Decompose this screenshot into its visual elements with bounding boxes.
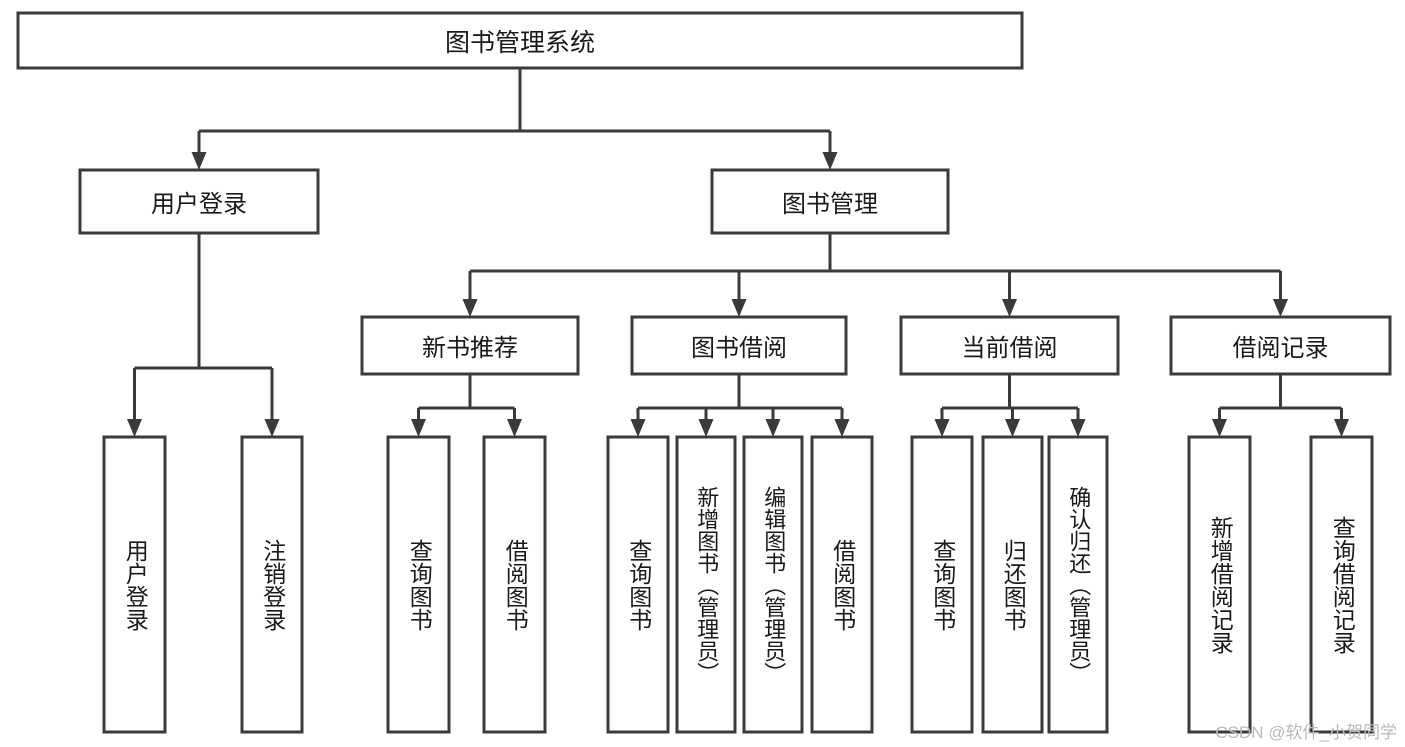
node-box-leaf-confirm-return-admin[interactable] [1047, 435, 1109, 734]
arrow-head-user-login-to-leaf-user-login [127, 419, 142, 437]
arrow-head-bookmanage-to-new-book-recommend [462, 299, 478, 317]
node-box-book-borrow[interactable] [630, 315, 848, 376]
node-box-new-book-recommend[interactable] [360, 315, 580, 376]
node-box-leaf-edit-book-admin[interactable] [742, 435, 804, 734]
arrow-head-new-book-recommend-to-leaf-borrow-book-1 [507, 419, 522, 437]
arrow-head-book-borrow-to-leaf-query-book-2 [630, 419, 646, 437]
node-box-leaf-add-book-admin[interactable] [675, 435, 737, 734]
watermark-text: CSDN @软件_小贺同学 [1215, 723, 1397, 742]
node-box-leaf-borrow-book-2[interactable] [810, 435, 874, 734]
node-box-borrow-records[interactable] [1169, 315, 1392, 376]
arrow-head-borrow-records-to-leaf-query-borrow-record [1334, 419, 1349, 437]
node-box-leaf-return-book[interactable] [981, 435, 1044, 734]
arrow-head-user-login-to-leaf-logout [264, 419, 280, 437]
arrow-head-new-book-recommend-to-leaf-query-book-1 [411, 419, 426, 437]
boxes-layer [16, 11, 1392, 734]
node-box-leaf-query-borrow-record[interactable] [1309, 435, 1374, 734]
arrow-head-bookmanage-to-borrow-records [1273, 299, 1288, 317]
node-box-leaf-user-login[interactable] [102, 435, 167, 734]
arrow-head-bookmanage-to-book-borrow [731, 299, 747, 317]
arrow-head-book-borrow-to-leaf-edit-book-admin [765, 419, 781, 437]
arrow-head-root-to-book-manage [822, 152, 838, 170]
arrow-head-borrow-records-to-leaf-add-borrow-record [1212, 419, 1227, 437]
arrow-head-current-borrow-to-leaf-confirm-return-admin [1070, 419, 1086, 437]
connectors-layer [127, 68, 1349, 437]
node-box-leaf-logout[interactable] [240, 435, 304, 734]
node-box-leaf-borrow-book-1[interactable] [482, 435, 547, 734]
arrow-head-current-borrow-to-leaf-return-book [1005, 419, 1020, 437]
node-box-current-borrow[interactable] [899, 315, 1120, 376]
arrow-head-bookmanage-to-current-borrow [1002, 299, 1017, 317]
arrow-head-root-to-user-login [191, 152, 207, 170]
node-box-leaf-add-borrow-record[interactable] [1187, 435, 1252, 734]
arrow-head-current-borrow-to-leaf-query-book-3 [934, 419, 950, 437]
node-box-root[interactable] [16, 11, 1024, 70]
node-box-leaf-query-book-3[interactable] [910, 435, 974, 734]
node-box-book-manage[interactable] [710, 168, 950, 235]
arrow-head-book-borrow-to-leaf-add-book-admin [698, 419, 714, 437]
node-box-user-login[interactable] [78, 168, 320, 235]
node-box-leaf-query-book-1[interactable] [386, 435, 451, 734]
arrow-head-book-borrow-to-leaf-borrow-book-2 [834, 419, 850, 437]
node-box-leaf-query-book-2[interactable] [606, 435, 670, 734]
